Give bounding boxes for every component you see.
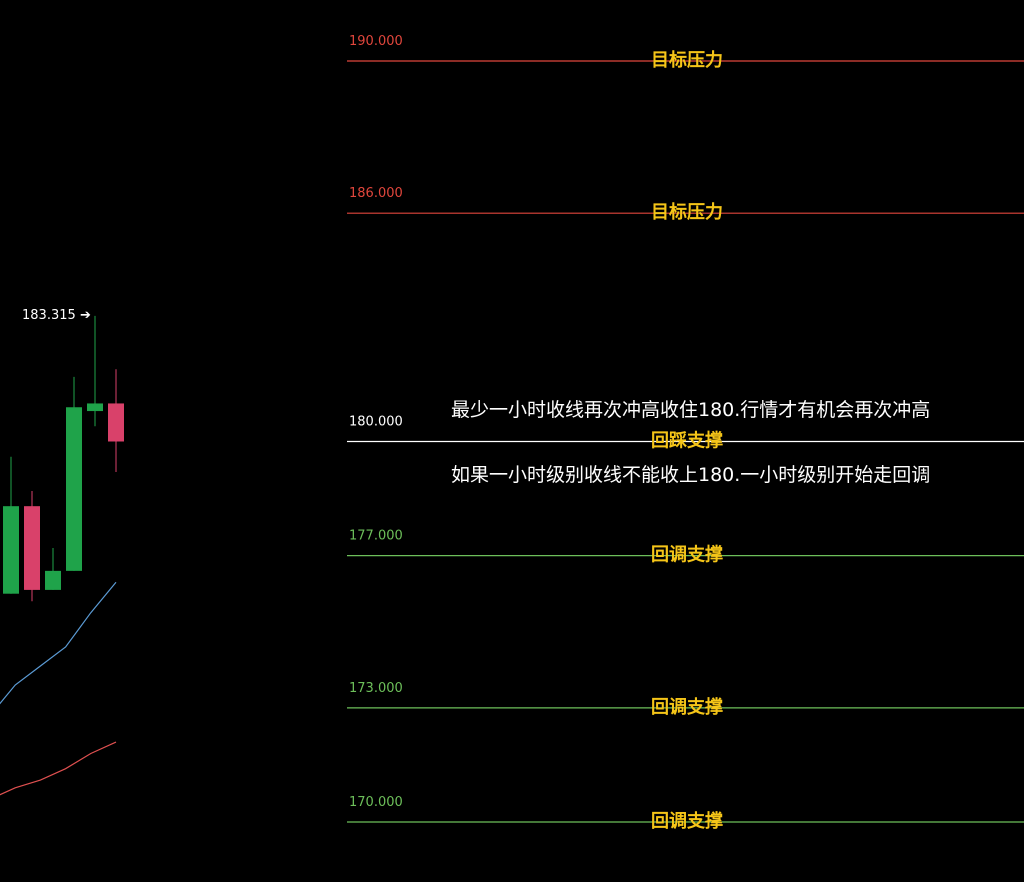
candle-body xyxy=(3,506,19,594)
level-price-label: 190.000 xyxy=(349,34,403,49)
moving-average-line xyxy=(0,741,117,796)
price-levels: 190.000 目标压力 186.000 目标压力 180.000 回踩支撑 177.000… xyxy=(347,34,1024,832)
candle-body xyxy=(24,506,40,590)
level-label: 目标压力 xyxy=(651,49,723,71)
level-price-label: 180.000 xyxy=(349,415,403,430)
annotation-text-2: 如果一小时级别收线不能收上180.一小时级别开始走回调 xyxy=(451,464,930,486)
candle-body xyxy=(108,403,124,442)
level-label: 回踩支撑 xyxy=(651,430,723,452)
moving-average-line xyxy=(0,581,117,705)
candle-body xyxy=(66,407,82,571)
level-price-label: 170.000 xyxy=(349,795,403,810)
candle-body xyxy=(45,570,61,590)
moving-averages xyxy=(0,581,117,796)
level-price-label: 177.000 xyxy=(349,529,403,544)
level-price-label: 186.000 xyxy=(349,186,403,201)
level-label: 目标压力 xyxy=(651,201,723,223)
level-label: 回调支撑 xyxy=(651,696,723,718)
level-label: 回调支撑 xyxy=(651,810,723,832)
level-price-label: 173.000 xyxy=(349,681,403,696)
level-label: 回调支撑 xyxy=(651,544,723,566)
last-price-arrow-icon: ➔ xyxy=(80,308,91,323)
candle-body xyxy=(87,403,103,412)
last-price-label: 183.315 xyxy=(22,308,76,323)
annotation-text-1: 最少一小时收线再次冲高收住180.行情才有机会再次冲高 xyxy=(451,399,930,421)
candlesticks xyxy=(3,315,124,602)
